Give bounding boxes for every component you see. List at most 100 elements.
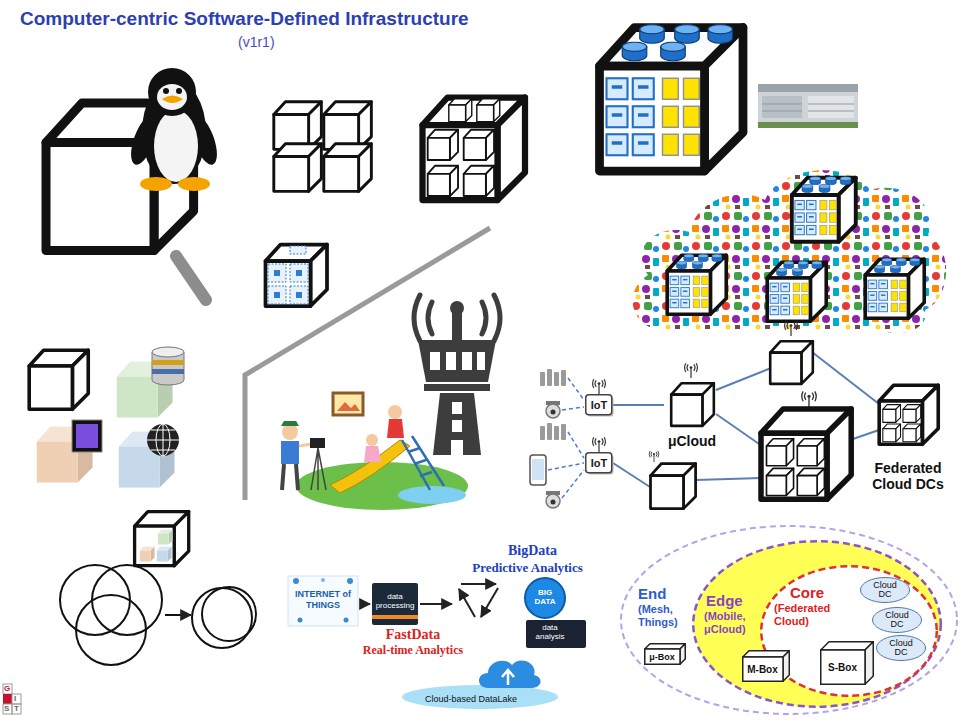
nested-cubes bbox=[449, 99, 472, 122]
network-links bbox=[613, 463, 650, 487]
divider-line bbox=[245, 228, 490, 500]
chip-cube bbox=[274, 292, 280, 298]
box-top-face bbox=[645, 644, 686, 649]
logo-letter: S bbox=[4, 704, 9, 713]
divider-line bbox=[245, 228, 490, 500]
iot-gateway-box: IoT bbox=[585, 452, 613, 474]
stage-heading: BigData bbox=[470, 543, 595, 559]
datalake-icon bbox=[402, 685, 558, 709]
playground-scene bbox=[387, 419, 404, 438]
control-tower bbox=[414, 295, 500, 455]
diagram-title: Computer-centric Software-Defined Infras… bbox=[20, 8, 469, 30]
gist-logo bbox=[3, 684, 21, 714]
datacenter-cube bbox=[600, 25, 744, 171]
control-tower bbox=[414, 295, 500, 341]
sensor-devices bbox=[561, 424, 566, 440]
control-tower bbox=[433, 393, 481, 455]
storage-icon bbox=[152, 347, 184, 385]
app-cloud bbox=[667, 254, 726, 314]
cube-cluster bbox=[274, 144, 322, 192]
chip-cube bbox=[296, 292, 302, 298]
node-label: μCloud bbox=[664, 433, 720, 449]
node-label: IoT bbox=[585, 452, 613, 474]
big-data-icon bbox=[525, 578, 565, 618]
control-tower bbox=[452, 420, 462, 432]
sensor-devices bbox=[554, 426, 559, 440]
compute-icon bbox=[72, 420, 102, 452]
cube-cluster bbox=[274, 102, 322, 150]
chip-cube bbox=[266, 245, 328, 307]
gist-logo bbox=[3, 684, 12, 694]
node-label: Core bbox=[790, 584, 824, 601]
sensor-devices bbox=[540, 426, 545, 440]
box-side-face bbox=[680, 644, 685, 665]
node-label: Cloud DC bbox=[880, 607, 914, 633]
stage-subheading: Predictive Analytics bbox=[455, 561, 600, 576]
chip-cube bbox=[274, 270, 302, 298]
cube-icon bbox=[879, 385, 938, 444]
sensor-devices bbox=[532, 459, 544, 480]
data-processing-icon bbox=[372, 615, 418, 619]
node-label: Cloud DC bbox=[884, 635, 918, 661]
magnifier-cube bbox=[176, 256, 206, 300]
node-label: Federated Cloud DCs bbox=[860, 460, 956, 492]
sensor-devices bbox=[546, 404, 560, 418]
control-tower bbox=[477, 352, 485, 370]
network-globe-icon bbox=[147, 424, 179, 456]
iot-icon bbox=[288, 576, 358, 626]
playground-scene bbox=[364, 446, 381, 462]
cloud-dc-oval: Cloud DC bbox=[860, 577, 910, 603]
cube-cluster bbox=[324, 102, 372, 150]
nested-cubes bbox=[464, 130, 494, 160]
app-cloud bbox=[767, 261, 826, 321]
chip-cube bbox=[266, 245, 328, 307]
pipeline-arrows bbox=[459, 589, 475, 617]
playground-scene bbox=[311, 448, 326, 490]
app-cloud bbox=[792, 177, 856, 242]
box-top-face bbox=[743, 651, 790, 657]
network-link bbox=[613, 404, 664, 406]
control-tower bbox=[430, 352, 440, 370]
sensor-devices bbox=[547, 369, 552, 386]
big-data-icon bbox=[525, 578, 565, 618]
icon-label: INTERNET of THINGS bbox=[291, 589, 355, 611]
network-links bbox=[716, 368, 771, 390]
network-globe-icon bbox=[156, 424, 170, 456]
iot-icon bbox=[288, 576, 358, 626]
playground-scene bbox=[337, 402, 360, 411]
nested-cubes bbox=[423, 98, 526, 201]
sensor-links bbox=[548, 463, 584, 470]
data-processing-icon bbox=[372, 583, 418, 625]
logo-letter: I bbox=[14, 694, 16, 703]
pipeline-arrows bbox=[461, 583, 496, 585]
logo-letter: T bbox=[14, 704, 19, 713]
data-analysis-icon bbox=[526, 620, 586, 648]
control-tower bbox=[430, 352, 485, 370]
cloud-dc-oval: Cloud DC bbox=[872, 607, 922, 633]
pipeline-arrows bbox=[420, 603, 452, 605]
playground-scene bbox=[281, 441, 299, 464]
linux-penguin bbox=[157, 84, 187, 110]
chip-cube bbox=[290, 286, 308, 304]
playground-scene bbox=[366, 434, 378, 446]
version-label: (v1r1) bbox=[238, 34, 275, 50]
box-front-face bbox=[821, 650, 865, 684]
micro-box: μ-Box bbox=[644, 643, 686, 665]
network-links bbox=[696, 478, 761, 480]
network-links bbox=[812, 352, 879, 404]
node-label: Cloud DC bbox=[868, 577, 902, 603]
network-globe-icon bbox=[147, 424, 179, 456]
network-cubes bbox=[651, 464, 696, 509]
m-box: M-Box bbox=[742, 650, 790, 682]
network-links bbox=[850, 430, 879, 440]
linux-penguin bbox=[148, 68, 196, 116]
compute-icon bbox=[72, 420, 102, 452]
playground-scene bbox=[333, 393, 363, 415]
playground-scene bbox=[281, 421, 299, 426]
gist-logo bbox=[12, 694, 21, 704]
chip-cube bbox=[290, 246, 306, 254]
storage-icon bbox=[152, 360, 184, 365]
sensor-links bbox=[562, 470, 584, 498]
sensor-links bbox=[568, 432, 584, 458]
